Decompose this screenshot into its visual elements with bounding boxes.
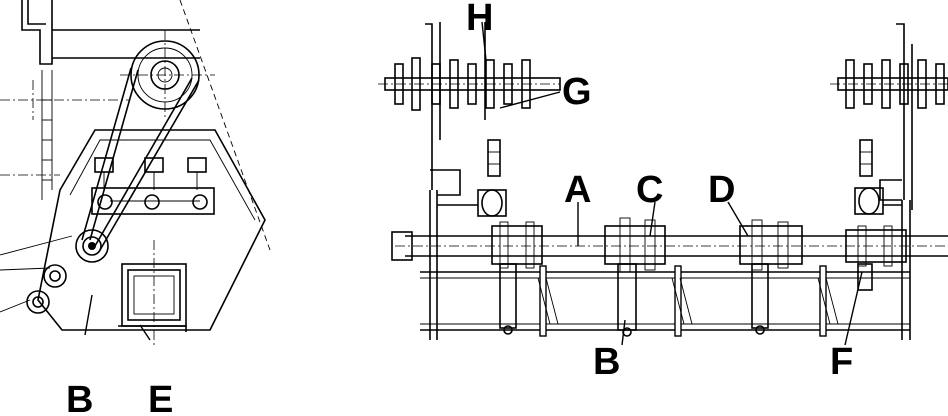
callout-h: H <box>466 0 493 39</box>
shaft-clamps <box>491 217 907 273</box>
callout-g: G <box>562 71 592 113</box>
callout-f: F <box>830 341 853 383</box>
square-tube-section <box>118 240 187 345</box>
callout-e: E <box>148 379 173 416</box>
mounting-bolts <box>94 157 208 210</box>
callout-c: C <box>636 169 663 211</box>
callout-b-left: B <box>66 379 93 416</box>
frame-channel <box>21 0 271 251</box>
upper-tine-shaft <box>378 77 948 91</box>
drive-chain <box>81 67 200 251</box>
chain-drops <box>487 139 873 177</box>
hanger-brackets <box>499 263 873 337</box>
right-front-view <box>378 21 948 346</box>
callout-a: A <box>564 169 591 211</box>
callout-b-right: B <box>593 341 620 383</box>
tine-group-right <box>845 23 945 210</box>
bottom-roller <box>420 265 910 337</box>
callout-d: D <box>708 169 735 211</box>
main-shaft <box>391 231 948 261</box>
side-arms <box>429 169 911 340</box>
idler-bearings <box>0 229 109 314</box>
left-side-view <box>0 0 271 345</box>
tine-group-left <box>394 22 531 190</box>
drive-sprocket <box>120 30 215 120</box>
